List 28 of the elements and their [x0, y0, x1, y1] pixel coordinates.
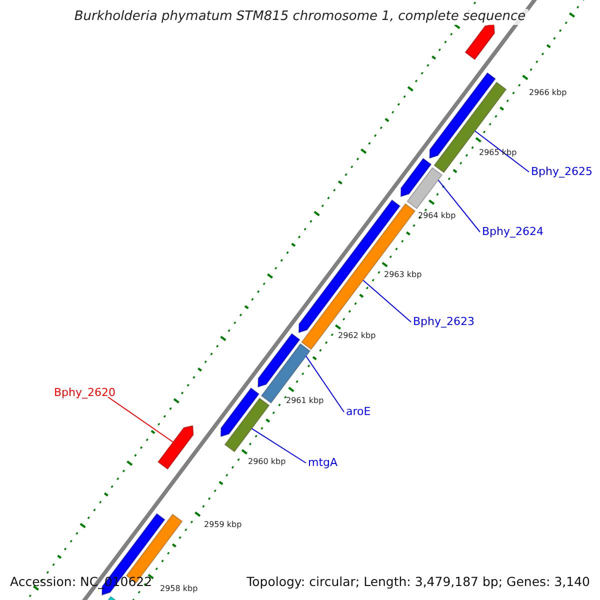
gene-bar — [260, 343, 311, 404]
scale-label: 2960 kbp — [248, 457, 286, 467]
gene-bar — [224, 398, 270, 452]
leader-line — [306, 356, 344, 412]
sequence-info-text: Topology: circular; Length: 3,479,187 bp; Genes: 3,140 — [246, 573, 590, 590]
scale-label: 2966 kbp — [529, 88, 567, 98]
gene-feature — [157, 424, 194, 470]
scale-label: 2961 kbp — [286, 396, 324, 406]
gene-feature — [400, 158, 432, 198]
gene-bar — [406, 167, 443, 210]
scale-label: 2958 kbp — [160, 584, 198, 594]
gene-feature — [464, 23, 496, 60]
gene-label: Bphy_2624 — [482, 225, 544, 238]
scale-label: 2965 kbp — [479, 148, 517, 158]
leader-line — [108, 396, 174, 442]
scale-label: 2962 kbp — [338, 331, 376, 341]
gene-label: Bphy_2623 — [413, 315, 475, 328]
gene-feature — [257, 332, 300, 388]
scale-label: 2963 kbp — [384, 270, 422, 280]
scale-label: 2964 kbp — [418, 211, 456, 221]
leader-line — [362, 280, 412, 322]
gene-label: Bphy_2625 — [531, 165, 593, 178]
leader-line — [251, 428, 306, 464]
gene-label: aroE — [346, 405, 371, 418]
gene-label: mtgA — [308, 456, 338, 470]
scale-label: 2959 kbp — [204, 520, 242, 530]
gene-label: Bphy_2620 — [54, 386, 116, 400]
gene-feature — [220, 387, 260, 438]
